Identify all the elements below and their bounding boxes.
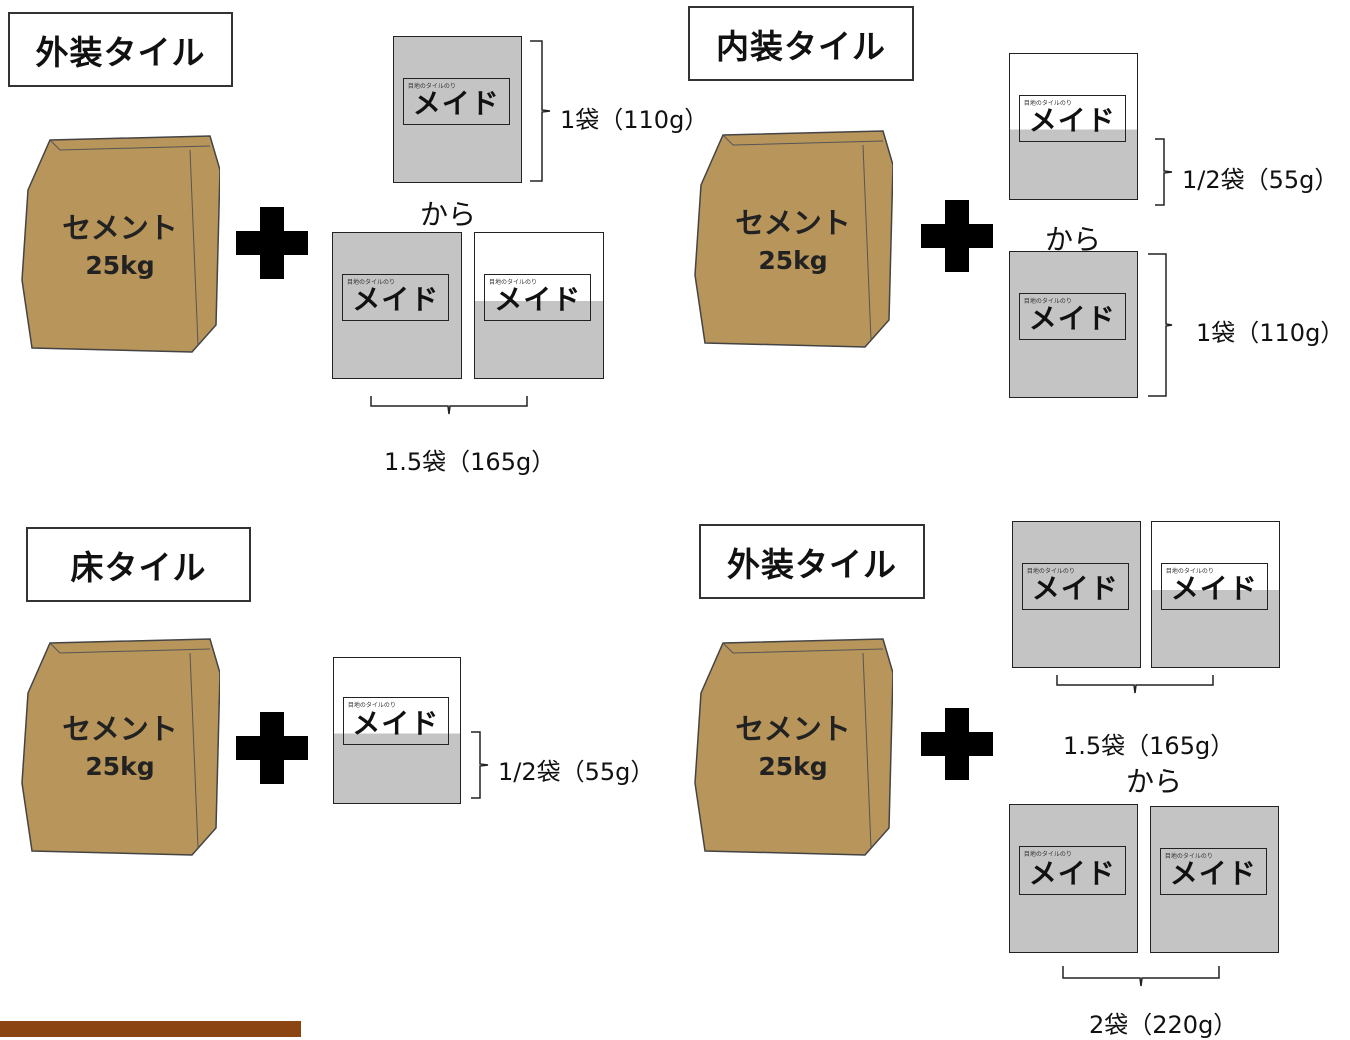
bag-name-label: セメント [62,211,178,245]
package-brand: メイド [1031,572,1119,606]
package-label: 目地のタイルのり メイド [1159,847,1267,896]
cement-bag-illustration: セメント 25kg [20,130,221,355]
bag-weight-label: 25kg [85,752,155,781]
bracket-right-icon [530,40,551,182]
package-brand: メイド [1169,857,1257,891]
bracket-right-icon [471,731,489,799]
package-brand: メイド [412,87,500,121]
panel-title-exterior-tile: 外装タイル [8,12,233,87]
package-label: 目地のタイルのり メイド [402,77,510,126]
package-brand: メイド [1028,856,1116,890]
cement-bag-illustration: セメント 25kg [693,633,894,858]
bracket-bottom-icon [1062,966,1220,987]
bag-weight-label: 25kg [758,752,828,781]
bracket-right-icon [1148,253,1173,397]
plus-icon [236,712,308,784]
panel-title-floor-tile: 床タイル [26,527,251,602]
package-label: 目地のタイルのり メイド [1018,94,1126,143]
package-subtitle: 目地のタイルのり [1023,297,1072,305]
footer-accent-bar [0,1021,301,1037]
package-label: 目地のタイルのり メイド [1160,562,1268,611]
cement-bag-illustration: セメント 25kg [693,125,894,350]
package-subtitle: 目地のタイルのり [1165,567,1214,575]
amount-caption: 1袋（110g） [560,106,709,134]
amount-caption: 1.5袋（165g） [1063,732,1235,760]
or-separator-text: から [1045,223,1102,256]
package-subtitle: 目地のタイルのり [1023,851,1072,859]
package-brand: メイド [352,706,440,740]
package-label: 目地のタイルのり メイド [483,273,592,322]
cement-bag-illustration: セメント 25kg [20,633,221,858]
adhesive-package-half: 目地のタイルのり メイド [474,232,604,379]
package-subtitle: 目地のタイルのり [1023,99,1072,107]
package-label: 目地のタイルのり メイド [1018,846,1126,895]
package-brand: メイド [1170,572,1258,606]
bracket-bottom-icon [370,396,528,415]
panel-title-interior-tile: 内装タイル [688,6,914,81]
panel-title-exterior-tile: 外装タイル [699,524,925,599]
package-subtitle: 目地のタイルのり [347,702,396,710]
package-subtitle: 目地のタイルのり [1026,567,1075,575]
bag-name-label: セメント [735,712,851,746]
adhesive-package-full: 目地のタイルのり メイド [1012,521,1141,668]
amount-caption: 1袋（110g） [1196,319,1345,347]
adhesive-package-half: 目地のタイルのり メイド [1009,53,1138,200]
adhesive-package-full: 目地のタイルのり メイド [332,232,462,379]
package-label: 目地のタイルのり メイド [342,697,449,745]
package-label: 目地のタイルのり メイド [1018,292,1126,341]
package-subtitle: 目地のタイルのり [1164,852,1213,860]
amount-caption: 1/2袋（55g） [498,758,655,786]
bracket-bottom-icon [1056,675,1214,694]
bag-weight-label: 25kg [758,246,828,275]
or-separator-text: から [420,198,477,231]
bracket-right-icon [1155,138,1173,206]
adhesive-package-full: 目地のタイルのり メイド [1009,251,1138,398]
adhesive-package-full: 目地のタイルのり メイド [1009,804,1138,953]
package-brand: メイド [1028,104,1116,138]
bag-name-label: セメント [735,206,851,240]
package-label: 目地のタイルのり メイド [341,273,450,322]
adhesive-package-half: 目地のタイルのり メイド [1151,521,1280,668]
adhesive-package-full: 目地のタイルのり メイド [393,36,522,183]
package-brand: メイド [494,283,582,317]
package-subtitle: 目地のタイルのり [407,82,456,90]
amount-caption: 1.5袋（165g） [384,448,556,476]
or-separator-text: から [1126,765,1183,798]
package-label: 目地のタイルのり メイド [1021,562,1129,611]
amount-caption: 2袋（220g） [1089,1011,1238,1039]
bag-weight-label: 25kg [85,251,155,280]
amount-caption: 1/2袋（55g） [1182,166,1339,194]
plus-icon [236,207,308,279]
package-subtitle: 目地のタイルのり [488,278,537,286]
adhesive-package-full: 目地のタイルのり メイド [1150,806,1279,953]
package-subtitle: 目地のタイルのり [346,278,395,286]
package-brand: メイド [352,283,440,317]
bag-name-label: セメント [62,712,178,746]
package-brand: メイド [1028,302,1116,336]
plus-icon [921,708,993,780]
adhesive-package-half: 目地のタイルのり メイド [333,657,461,804]
plus-icon [921,200,993,272]
